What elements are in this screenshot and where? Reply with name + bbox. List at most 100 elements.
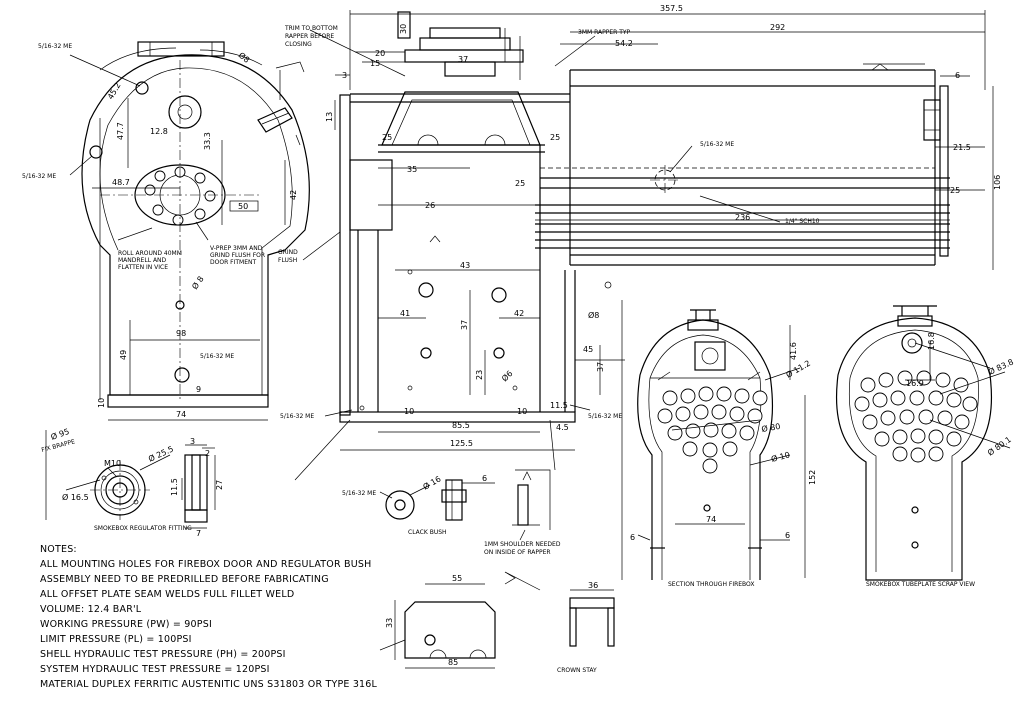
svg-text:54.2: 54.2 [615,39,633,48]
svg-text:Ø8: Ø8 [237,50,252,65]
svg-text:45.2: 45.2 [106,81,123,101]
svg-text:23: 23 [475,370,484,380]
svg-text:10: 10 [404,407,414,416]
svg-text:Ø 25.5: Ø 25.5 [147,443,175,463]
backhead-view [69,41,310,421]
svg-text:27: 27 [215,480,224,490]
svg-text:FLUSH: FLUSH [278,257,297,264]
svg-text:SECTION THROUGH FIREBOX: SECTION THROUGH FIREBOX [668,581,755,588]
svg-text:25: 25 [550,133,560,142]
svg-text:13: 13 [325,112,334,122]
svg-text:5/16-32 ME: 5/16-32 ME [22,173,56,180]
svg-text:NOTES:: NOTES: [40,544,77,555]
svg-text:Ø 8: Ø 8 [189,274,205,291]
svg-text:48.7: 48.7 [112,178,130,187]
svg-text:236: 236 [735,213,750,222]
svg-text:10: 10 [517,407,527,416]
svg-text:MATERIAL DUPLEX FERRITIC AUSTE: MATERIAL DUPLEX FERRITIC AUSTENITIC UNS … [40,679,378,690]
svg-text:ON INSIDE OF RAPPER: ON INSIDE OF RAPPER [484,549,551,556]
svg-text:10: 10 [97,398,106,408]
svg-text:1/4" SCH10: 1/4" SCH10 [785,218,820,225]
svg-text:GRIND FLUSH FOR: GRIND FLUSH FOR [210,252,265,259]
svg-text:42: 42 [514,309,524,318]
trim-note: TRIM TO BOTTOM RAPPER BEFORE CLOSING [284,25,338,48]
svg-text:25: 25 [382,133,392,142]
svg-text:41: 41 [400,309,410,318]
svg-text:74: 74 [706,515,716,524]
svg-text:37: 37 [460,320,469,330]
svg-text:47.7: 47.7 [116,122,125,140]
svg-text:43: 43 [460,261,470,270]
tubeplate-dims: 16.8 16.9 Ø 83.8 Ø 80.1 SMOKEBOX TUBEPLA… [866,332,1015,588]
regulator-fitting-view [45,430,216,529]
svg-text:42: 42 [289,190,298,200]
svg-text:ALL MOUNTING HOLES FOR FIREBOX: ALL MOUNTING HOLES FOR FIREBOX DOOR AND … [40,559,371,570]
svg-text:Ø8: Ø8 [588,310,599,320]
svg-text:357.5: 357.5 [660,4,683,13]
svg-text:2: 2 [205,449,210,458]
svg-text:Ø 16: Ø 16 [421,474,442,492]
svg-text:16.9: 16.9 [906,379,924,388]
svg-text:Ø 10: Ø 10 [770,449,791,464]
svg-text:MANDRELL AND: MANDRELL AND [118,257,167,264]
svg-text:36: 36 [588,581,598,590]
svg-text:41.6: 41.6 [789,342,798,360]
svg-text:TRIM TO BOTTOM: TRIM TO BOTTOM [284,25,338,32]
svg-text:152: 152 [808,470,817,485]
svg-text:25: 25 [950,186,960,195]
svg-text:3: 3 [342,71,347,80]
svg-text:LIMIT PRESSURE (PL) = 100PSI: LIMIT PRESSURE (PL) = 100PSI [40,634,192,645]
svg-text:Ø 16.5: Ø 16.5 [62,492,89,502]
svg-text:26: 26 [425,201,435,210]
svg-text:Ø 80: Ø 80 [761,421,781,434]
svg-text:45: 45 [583,345,593,354]
svg-text:12.8: 12.8 [150,127,168,136]
svg-text:DOOR FITMENT: DOOR FITMENT [210,259,256,266]
svg-text:106: 106 [993,175,1002,190]
svg-text:37: 37 [596,362,605,372]
svg-text:CLACK BUSH: CLACK BUSH [408,529,447,536]
svg-text:5/16-32 ME: 5/16-32 ME [200,353,234,360]
svg-text:16.8: 16.8 [927,332,936,350]
tubeplate-view [835,305,1011,581]
svg-text:74: 74 [176,410,186,419]
svg-text:4.5: 4.5 [556,423,569,432]
svg-text:RAPPER BEFORE: RAPPER BEFORE [285,33,334,40]
svg-text:6: 6 [785,531,790,540]
svg-text:Ø 80.1: Ø 80.1 [985,434,1013,457]
vprep-note: V-PREP 3MM AND GRIND FLUSH FOR DOOR FITM… [210,245,265,266]
svg-text:35: 35 [407,165,417,174]
roll-note: ROLL AROUND 40MM MANDRELL AND FLATTEN IN… [118,250,182,271]
svg-text:V-PREP 3MM AND: V-PREP 3MM AND [210,245,263,252]
regulator-fitting-dims: Ø 95 FIX BRAPPE Ø 16.5 Ø 25.5 M10 2 3 27… [41,426,224,538]
crown-stay-view [379,571,615,669]
firebox-section-view [621,300,806,580]
svg-text:Ø6: Ø6 [499,368,514,383]
door-bolt-holes [144,166,216,226]
svg-text:CLOSING: CLOSING [285,41,312,48]
svg-text:49: 49 [119,350,128,360]
svg-text:292: 292 [770,23,785,32]
longitudinal-dimensions: 357.5 292 30 20 37 3 15 13 25 35 26 25 2… [278,4,1002,448]
svg-text:3: 3 [190,437,195,446]
svg-text:5/16-32 ME: 5/16-32 ME [342,490,376,497]
svg-text:85: 85 [448,658,458,667]
svg-text:11.5: 11.5 [170,478,179,496]
svg-text:5/16-32 ME: 5/16-32 ME [38,43,72,50]
svg-text:SMOKEBOX TUBEPLATE SCRAP VIEW: SMOKEBOX TUBEPLATE SCRAP VIEW [866,581,975,588]
svg-text:21.5: 21.5 [953,143,971,152]
svg-text:WORKING PRESSURE (PW) = 90PSI: WORKING PRESSURE (PW) = 90PSI [40,619,212,630]
svg-text:SYSTEM HYDRAULIC TEST PRESSURE: SYSTEM HYDRAULIC TEST PRESSURE = 120PSI [40,664,270,675]
svg-text:6: 6 [482,474,487,483]
tubeplate-holes [854,370,978,463]
svg-text:VOLUME: 12.4 BAR'L: VOLUME: 12.4 BAR'L [40,604,142,615]
svg-text:CROWN STAY: CROWN STAY [557,667,597,674]
svg-text:15: 15 [370,59,380,68]
firebox-section-dims: 41.6 Ø 11.2 Ø 80 Ø 10 152 74 6 6 SECTION… [630,342,817,588]
svg-text:5/16-32 ME: 5/16-32 ME [280,413,314,420]
notes-block: NOTES: ALL MOUNTING HOLES FOR FIREBOX DO… [40,544,378,690]
svg-text:9: 9 [196,385,201,394]
svg-text:1MM SHOULDER NEEDED: 1MM SHOULDER NEEDED [484,541,561,548]
svg-text:20: 20 [375,49,385,58]
